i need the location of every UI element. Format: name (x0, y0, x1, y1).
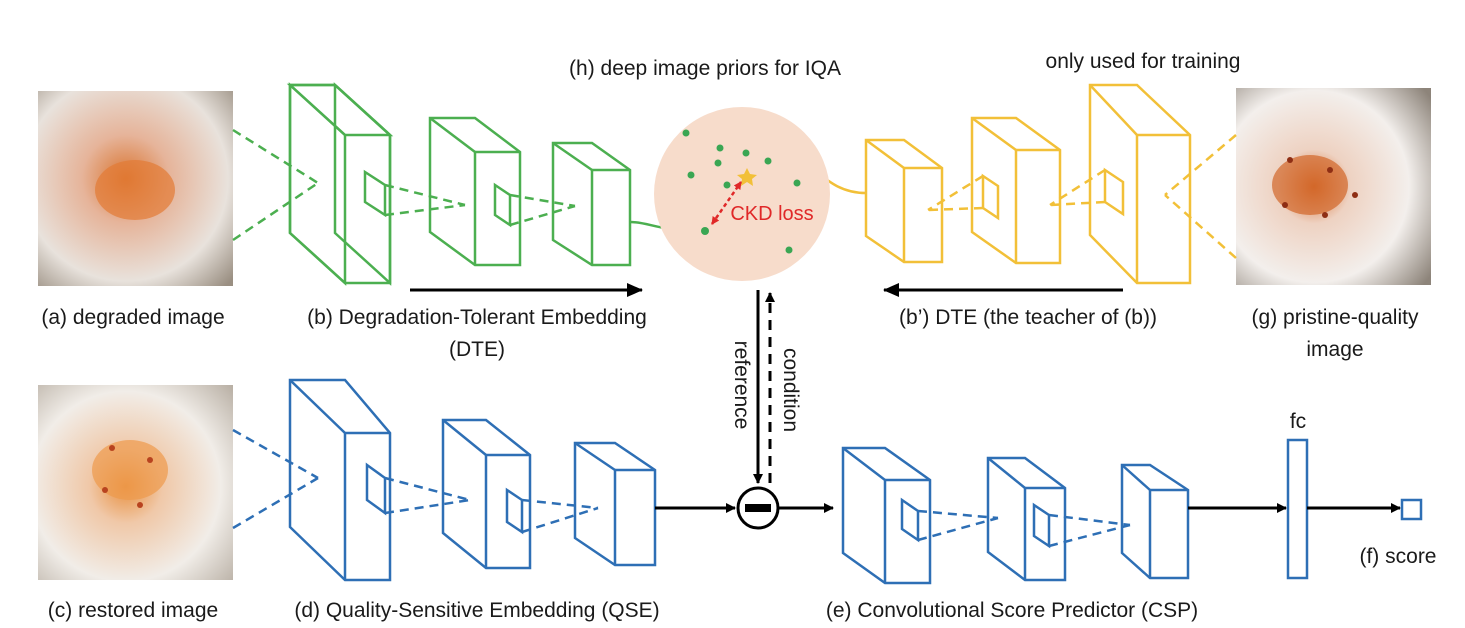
teacher-dashed-links (927, 134, 1237, 259)
label-a: (a) degraded image (41, 306, 224, 329)
label-e: (e) Convolutional Score Predictor (CSP) (826, 599, 1198, 622)
csp-block-3 (1120, 463, 1190, 580)
qse-block-3 (573, 441, 657, 567)
label-training-note: only used for training (1046, 50, 1241, 73)
dte-network (232, 82, 704, 286)
dte-block-3 (551, 141, 632, 267)
label-b-line1: (b) Degradation-Tolerant Embedding (307, 306, 647, 329)
csp-dashed-links (917, 509, 1131, 548)
label-b-prime: (b’) DTE (the teacher of (b)) (899, 306, 1157, 329)
teacher-block-2 (970, 116, 1062, 265)
label-g-line2: image (1306, 338, 1363, 361)
dte-block-1 (286, 82, 394, 286)
label-b-line2: (DTE) (449, 338, 505, 361)
qse-dashed-links (232, 428, 599, 534)
pristine-image (1236, 88, 1431, 285)
dte-block-2 (428, 116, 522, 267)
teacher-star-icon (737, 168, 757, 186)
csp-block-1 (841, 446, 932, 585)
label-ckd-loss: CKD loss (730, 203, 813, 225)
label-h: (h) deep image priors for IQA (569, 57, 841, 80)
label-fc: fc (1290, 410, 1306, 433)
qse-block-1 (288, 378, 392, 582)
dte-dashed-links (232, 128, 576, 242)
degraded-image (38, 91, 233, 286)
prior-space (654, 107, 830, 281)
teacher-block-3 (1088, 83, 1192, 285)
teacher-block-1 (864, 138, 944, 264)
label-c: (c) restored image (48, 599, 218, 622)
score-box (1400, 498, 1423, 521)
label-condition: condition (779, 348, 802, 432)
fc-layer (1286, 438, 1309, 580)
label-reference: reference (730, 341, 753, 430)
label-d: (d) Quality-Sensitive Embedding (QSE) (294, 599, 659, 622)
qse-block-2 (441, 418, 532, 570)
restored-image (38, 385, 233, 580)
label-f: (f) score (1359, 545, 1436, 568)
label-g-line1: (g) pristine-quality (1252, 306, 1419, 329)
qse-network (232, 378, 657, 582)
subtract-operator-icon (736, 486, 780, 530)
ckd-loss-arrow (710, 181, 743, 225)
csp-network (841, 438, 1423, 585)
teacher-dte-network (759, 83, 1237, 285)
csp-block-2 (986, 456, 1067, 582)
